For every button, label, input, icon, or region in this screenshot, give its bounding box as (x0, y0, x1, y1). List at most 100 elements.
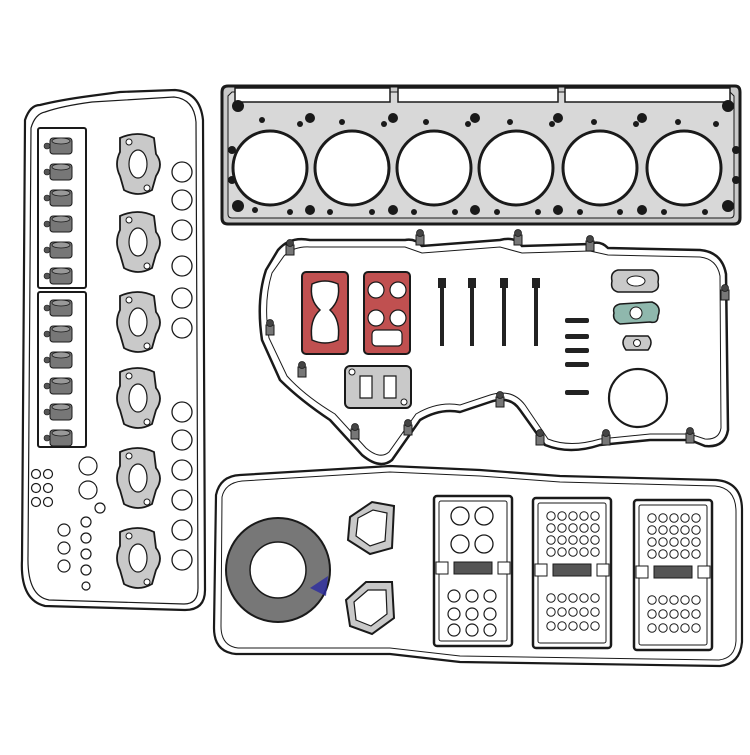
head-bolt (532, 278, 540, 288)
rear-main-seal (225, 517, 331, 623)
head-gasket-hole (637, 113, 647, 123)
thermostat-gasket-top (346, 500, 396, 556)
head-gasket-hole (305, 205, 315, 215)
small-seal (30, 468, 42, 480)
head-gasket-hole (381, 121, 387, 127)
cylinder-bore (477, 129, 555, 207)
head-gasket-hole (637, 205, 647, 215)
o-ring (171, 287, 193, 309)
injector-seal-strip-lower (37, 291, 87, 448)
head-gasket-hole (702, 209, 708, 215)
dowel-pin (565, 334, 589, 339)
head-gasket-hole (713, 121, 719, 127)
head-gasket-hole (722, 100, 734, 112)
head-gasket-hole (232, 100, 244, 112)
head-gasket-hole (470, 205, 480, 215)
o-ring (171, 401, 193, 423)
egr-flange-gasket (344, 365, 412, 409)
head-gasket-hole (722, 200, 734, 212)
o-ring (171, 219, 193, 241)
head-gasket-hole (535, 209, 541, 215)
head-gasket-hole (591, 119, 597, 125)
turbo-gasket-small (622, 335, 652, 351)
small-o-ring (78, 456, 98, 476)
small-o-ring (80, 516, 92, 528)
injector-seals-lower (43, 299, 73, 447)
left-valve-cover-gasket (20, 88, 207, 612)
o-ring (171, 429, 193, 451)
head-bolts (438, 278, 540, 346)
large-o-ring (607, 367, 669, 429)
cylinder-bore (561, 129, 639, 207)
cylinder-bore (395, 129, 473, 207)
injector-seals-upper (43, 137, 73, 285)
left-valve-cover-gasket-inner (27, 96, 199, 605)
dowel-pins (565, 318, 589, 395)
intake-gasket-red-left (301, 271, 349, 355)
dowel-pin (565, 362, 589, 367)
small-seal (42, 496, 54, 508)
head-gasket-hole (339, 119, 345, 125)
o-ring-column (171, 161, 193, 571)
head-gasket-hole (577, 209, 583, 215)
oil-pan-gasket-inner (220, 471, 737, 661)
o-ring (171, 459, 193, 481)
head-gasket-hole (228, 176, 236, 184)
intake-gasket-red-right (363, 271, 411, 355)
oil-pan-gasket (212, 464, 744, 668)
head-bolt (468, 278, 476, 288)
head-gasket-hole (633, 121, 639, 127)
o-ring (171, 189, 193, 211)
head-gasket-hole (494, 209, 500, 215)
exhaust-manifold-gaskets (116, 133, 161, 589)
small-o-ring (80, 548, 92, 560)
head-gasket-hole (661, 209, 667, 215)
head-gasket-hole (423, 119, 429, 125)
head-gasket-hole (617, 209, 623, 215)
o-ring (171, 519, 193, 541)
o-ring (171, 549, 193, 571)
head-gasket-hole (327, 209, 333, 215)
o-ring (171, 489, 193, 511)
thermostat-gasket-bottom (344, 581, 396, 636)
cylinder-head-gasket (220, 84, 742, 226)
head-gasket-hole (470, 113, 480, 123)
dowel-pin (565, 318, 589, 323)
head-gasket-hole (287, 209, 293, 215)
head-gasket-hole (297, 121, 303, 127)
injector-seal-strip-upper (37, 127, 87, 289)
head-gasket-hole (388, 113, 398, 123)
head-gasket-hole (465, 121, 471, 127)
o-ring (171, 161, 193, 183)
small-o-ring (78, 480, 98, 500)
head-gasket-hole (411, 209, 417, 215)
head-gasket-hole (452, 209, 458, 215)
head-gasket-hole (553, 113, 563, 123)
head-gasket-hole (732, 146, 740, 154)
head-gasket-hole (675, 119, 681, 125)
small-o-ring (57, 523, 71, 537)
dowel-pin (565, 390, 589, 395)
cylinder-bore (231, 129, 309, 207)
cover-plate-gaskets (432, 494, 714, 652)
small-seal (30, 482, 42, 494)
head-gasket-hole (252, 207, 258, 213)
small-o-ring (80, 564, 92, 576)
head-gasket-hole (305, 113, 315, 123)
small-seal (42, 482, 54, 494)
small-o-ring (94, 502, 106, 514)
head-gasket-hole (369, 209, 375, 215)
head-gasket-hole (553, 205, 563, 215)
head-gasket-hole (232, 200, 244, 212)
head-gasket-hole (388, 205, 398, 215)
small-seals-group (30, 456, 106, 591)
cylinder-bore (313, 129, 391, 207)
o-ring (171, 255, 193, 277)
small-o-ring (57, 559, 71, 573)
turbo-gasket-teal (612, 301, 660, 325)
head-gasket-hole (732, 176, 740, 184)
cylinder-bore (645, 129, 723, 207)
small-o-ring (57, 541, 71, 555)
valve-cover-gasket-right (258, 237, 730, 466)
o-ring (171, 317, 193, 339)
